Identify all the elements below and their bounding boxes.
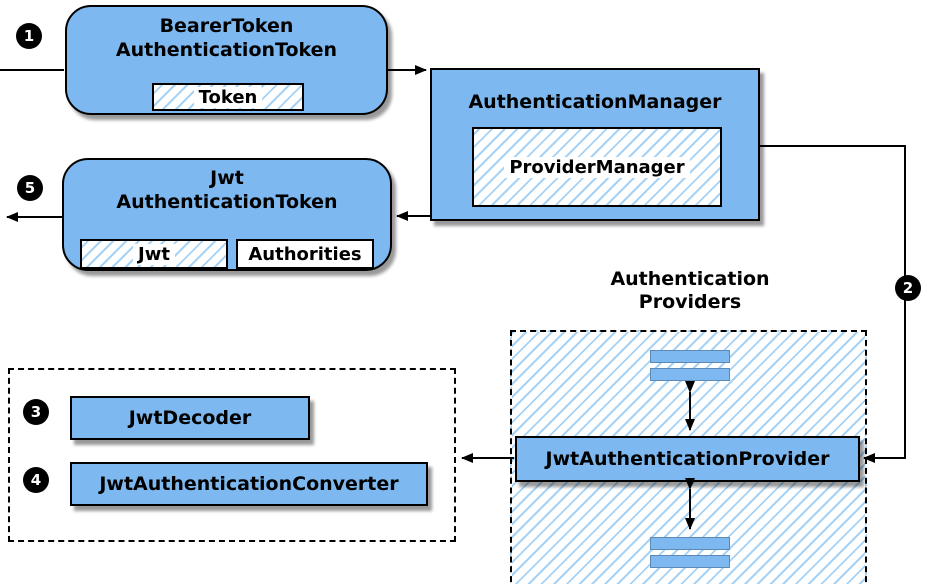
token-label: Token	[193, 86, 263, 108]
authentication-manager-title: AuthenticationManager	[468, 91, 722, 113]
bearer-title-line2: AuthenticationToken	[115, 39, 338, 61]
providers-title-line1: Authentication	[610, 268, 770, 290]
step-badge-4: 4	[23, 467, 49, 493]
jwt-authentication-provider-label: JwtAuthenticationProvider	[545, 448, 830, 470]
authorities-box: Authorities	[236, 239, 374, 269]
jwt-decoder-label: JwtDecoder	[128, 407, 252, 429]
decoder-converter-group	[8, 368, 456, 542]
provider-placeholder-bar	[650, 368, 730, 381]
provider-manager-label: ProviderManager	[504, 156, 690, 178]
jwt-authentication-converter-box: JwtAuthenticationConverter	[70, 462, 428, 506]
providers-title-line2: Providers	[638, 291, 742, 313]
jwt-decoder-box: JwtDecoder	[70, 396, 310, 440]
step-badge-3: 3	[23, 399, 49, 425]
jwt-authentication-token-box: Jwt AuthenticationToken Jwt Authorities	[62, 158, 392, 271]
jwt-authentication-provider-box: JwtAuthenticationProvider	[515, 436, 860, 482]
provider-placeholder-bar	[650, 350, 730, 363]
bearer-title-line1: BearerToken	[159, 15, 294, 37]
provider-placeholder-bar	[650, 537, 730, 550]
token-box: Token	[152, 83, 304, 111]
bearer-token-authentication-token-box: BearerToken AuthenticationToken Token	[65, 5, 388, 115]
step-badge-5: 5	[17, 175, 43, 201]
provider-placeholder-bar	[650, 555, 730, 568]
jwt-authentication-converter-label: JwtAuthenticationConverter	[99, 473, 399, 495]
jwt-box: Jwt	[80, 239, 228, 269]
jwt-token-title-line1: Jwt	[210, 167, 244, 189]
authentication-manager-box: AuthenticationManager ProviderManager	[430, 68, 760, 221]
step-badge-2: 2	[895, 275, 921, 301]
provider-manager-box: ProviderManager	[472, 127, 722, 207]
jwt-label: Jwt	[133, 243, 175, 265]
authorities-label: Authorities	[248, 243, 362, 265]
jwt-token-title-line2: AuthenticationToken	[116, 191, 338, 213]
step-badge-1: 1	[16, 23, 42, 49]
authentication-providers-title: Authentication Providers	[560, 268, 820, 314]
